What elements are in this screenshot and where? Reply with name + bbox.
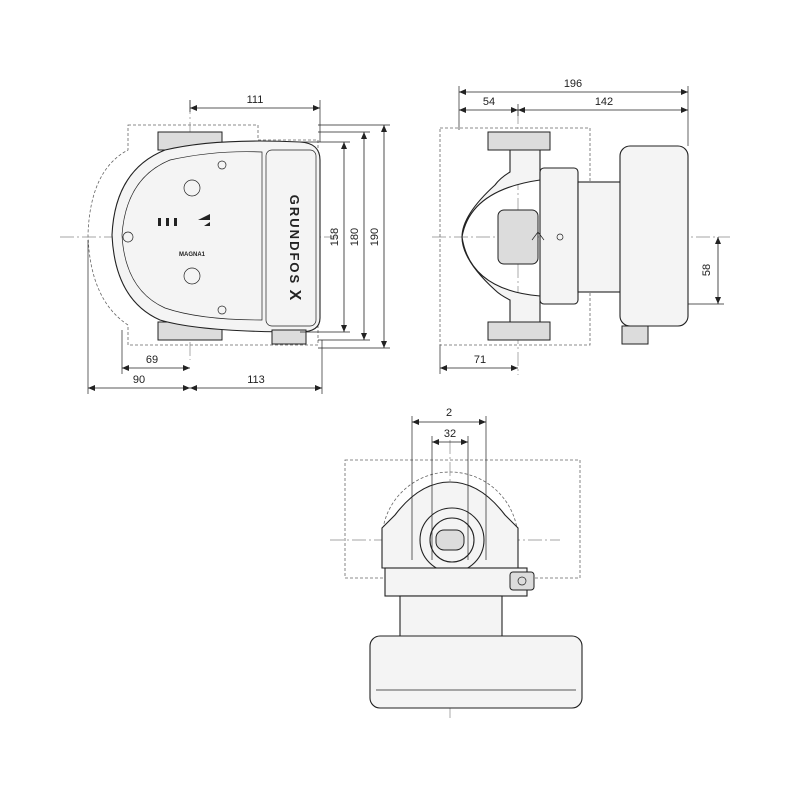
side-envelope-outline bbox=[439, 127, 591, 346]
front-view: GRUNDFOS X MAGNA1 111 158 180 bbox=[60, 94, 390, 394]
dim-113-label: 113 bbox=[247, 374, 265, 386]
dim-90-label: 90 bbox=[133, 374, 145, 386]
cable-connector bbox=[271, 329, 307, 345]
brand-panel bbox=[265, 149, 317, 327]
dim-111-label: 111 bbox=[247, 94, 264, 106]
top-connector bbox=[509, 571, 535, 591]
dim-142-label: 142 bbox=[595, 96, 613, 108]
flow-arrow-icon bbox=[531, 231, 545, 246]
front-envelope-outline bbox=[87, 124, 319, 346]
side-screw-icon bbox=[556, 233, 564, 241]
screw-top-icon bbox=[217, 160, 227, 170]
dim-32-label: 32 bbox=[444, 428, 456, 440]
screw-bottom-icon bbox=[217, 305, 227, 315]
dim-158-label: 158 bbox=[329, 228, 341, 246]
dim-54-label: 54 bbox=[483, 96, 495, 108]
dim-190-label: 190 bbox=[369, 228, 381, 246]
top-button-icon bbox=[183, 179, 201, 197]
side-motor-body bbox=[577, 181, 623, 293]
brand-logo: X bbox=[286, 290, 303, 301]
dim-2-label: 2 bbox=[446, 407, 452, 419]
led-indicators bbox=[158, 214, 210, 226]
dim-196-label: 196 bbox=[564, 78, 582, 90]
side-top-flange bbox=[487, 131, 551, 151]
top-control-box bbox=[369, 635, 583, 709]
side-pump-housing bbox=[461, 149, 541, 323]
top-port-core bbox=[435, 529, 465, 551]
pump-head bbox=[111, 140, 321, 333]
left-screw-icon bbox=[122, 231, 134, 243]
dim-71-label: 71 bbox=[474, 354, 486, 366]
side-motor-ring bbox=[539, 167, 579, 305]
dim-69-label: 69 bbox=[146, 354, 158, 366]
dim-58-label: 58 bbox=[701, 264, 713, 276]
dim-180-label: 180 bbox=[349, 228, 361, 246]
top-motor-ring bbox=[384, 567, 528, 597]
top-envelope-outline bbox=[344, 459, 581, 579]
top-connector-screw-icon bbox=[517, 576, 527, 586]
side-view: 196 54 142 58 71 bbox=[432, 78, 730, 375]
brand-text: GRUNDFOS bbox=[287, 195, 302, 285]
side-connector bbox=[621, 325, 649, 345]
side-inlet-port bbox=[497, 209, 539, 265]
model-text: MAGNA1 bbox=[179, 252, 206, 258]
pump-face bbox=[121, 151, 263, 321]
top-view: 2 32 bbox=[330, 407, 583, 720]
bottom-button-icon bbox=[183, 267, 201, 285]
side-control-box bbox=[619, 145, 689, 327]
top-motor-body bbox=[399, 595, 503, 639]
side-bottom-flange bbox=[487, 321, 551, 341]
